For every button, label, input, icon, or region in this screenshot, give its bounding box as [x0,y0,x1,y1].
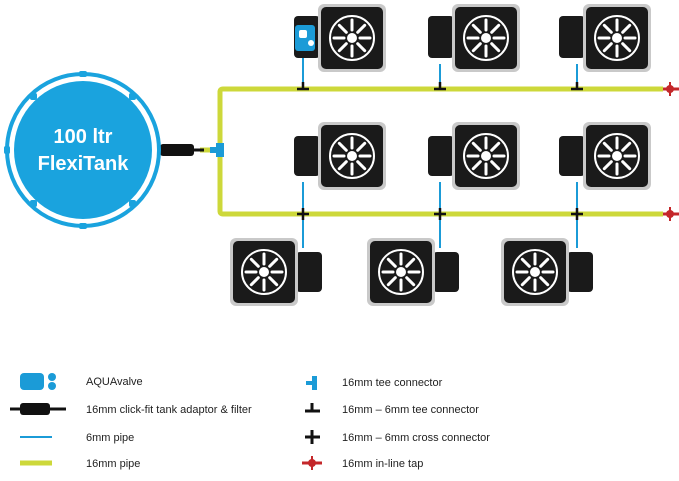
legend-label: AQUAvalve [86,376,143,388]
pot [428,120,522,192]
tank-adaptor-filter-icon [10,403,66,415]
inline-tap-icon [663,82,679,96]
inline-tap-icon [663,207,679,221]
legend-label: 16mm – 6mm cross connector [342,432,490,444]
pot [559,120,653,192]
16mm-6mm-cross-connector-icon [305,430,320,444]
16mm-tee-connector-icon [306,376,317,390]
legend: AQUAvalve 16mm click-fit tank adaptor & … [10,373,490,470]
legend-item: 16mm tee connector [306,376,443,390]
tank-label-line2: FlexiTank [38,153,130,175]
pot [499,236,593,308]
aquavalve-icon [295,25,315,51]
16mm-6mm-tee-connector-icon [434,82,446,91]
pot [559,2,653,74]
inline-tap-icon [302,456,322,470]
16mm-6mm-cross-connector-icon [434,208,446,220]
16mm-6mm-tee-connector-icon [297,82,309,91]
16mm-6mm-tee-connector-icon [571,82,583,91]
16mm-6mm-cross-connector-icon [297,208,309,220]
legend-label: 6mm pipe [86,432,134,444]
pot [428,2,522,74]
legend-label: 16mm – 6mm tee connector [342,404,479,416]
legend-item: 6mm pipe [20,432,134,444]
legend-item: AQUAvalve [20,373,143,390]
aquavalve-icon [20,373,56,390]
lower-16mm-pipe [217,150,663,217]
legend-item: 16mm – 6mm tee connector [305,403,479,416]
legend-label: 16mm pipe [86,458,140,470]
legend-item: 16mm pipe [20,458,140,470]
pot [294,120,388,192]
legend-item: 16mm – 6mm cross connector [305,430,490,444]
upper-16mm-pipe [217,86,663,150]
legend-item: 16mm click-fit tank adaptor & filter [10,403,252,416]
16mm-tee-connector-icon [210,143,224,157]
tank-label-line1: 100 ltr [54,126,113,148]
flexitank: 100 ltr FlexiTank [4,71,161,229]
legend-label: 16mm tee connector [342,377,443,389]
16mm-6mm-cross-connector-icon [571,208,583,220]
legend-item: 16mm in-line tap [302,456,423,470]
connectors [297,82,583,220]
legend-label: 16mm in-line tap [342,458,423,470]
pot [228,236,322,308]
16mm-6mm-tee-connector-icon [305,403,320,413]
pot [365,236,459,308]
legend-label: 16mm click-fit tank adaptor & filter [86,404,252,416]
